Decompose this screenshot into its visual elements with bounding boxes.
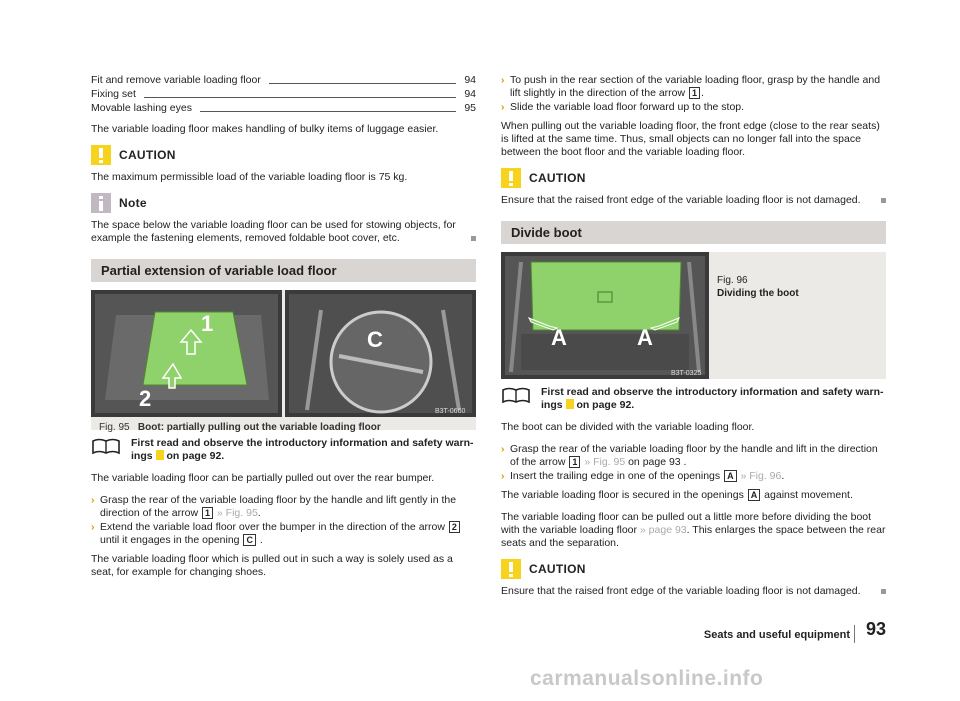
open-book-icon (502, 387, 530, 404)
step-item: › Insert the trailing edge in one of the… (501, 470, 785, 482)
watermark: carmanualsonline.info (530, 667, 764, 690)
arrow-icon: › (501, 101, 505, 113)
step-item: › Extend the variable load floor over th… (91, 521, 476, 547)
right-column: › To push in the rear section of the var… (501, 74, 886, 607)
caution-title: CAUTION (119, 147, 176, 162)
toc-label: Fit and remove variable loading floor (91, 74, 261, 86)
figure-code: B3T-0660 (435, 408, 465, 415)
toc-leader (143, 96, 456, 98)
arrow-icon: › (501, 74, 505, 86)
end-mark (471, 236, 476, 241)
figure-95: 1 2 C B3T-0660 Fig. 95 Boot: partially p… (91, 290, 476, 433)
caution-title: CAUTION (529, 170, 586, 185)
figure-code: B3T-0325 (671, 370, 701, 377)
callout-c: C (367, 327, 383, 352)
key-c: C (243, 534, 256, 546)
paragraph: The variable loading floor can be pulled… (501, 511, 886, 549)
figure-link[interactable]: » Fig. 96 (740, 470, 782, 482)
step-item: › Slide the variable load floor forward … (501, 101, 745, 113)
warning-icon (91, 145, 111, 165)
read-first-block: First read and observe the introductory … (501, 386, 886, 412)
figure-caption: Fig. 95 Boot: partially pulling out the … (99, 422, 381, 433)
toc-page: 95 (464, 102, 476, 114)
toc-row[interactable]: Movable lashing eyes 95 (91, 102, 476, 115)
warning-icon (501, 559, 521, 579)
toc-leader (268, 82, 456, 84)
toc-label: Fixing set (91, 88, 136, 100)
page-number: 93 (865, 619, 886, 639)
page-link[interactable]: » page 93 (639, 524, 687, 536)
footer-title: Seats and useful equipment (703, 629, 850, 641)
step-item: › To push in the rear section of the var… (501, 74, 881, 99)
note-text: The space below the variable loading flo… (91, 219, 476, 245)
key-1: 1 (569, 456, 581, 468)
read-first-text: First read and observe the introductory … (541, 386, 884, 411)
caution-heading: CAUTION (91, 145, 476, 165)
callout-a2: A (637, 325, 653, 350)
caution-heading: CAUTION (501, 559, 886, 579)
left-column: Fit and remove variable loading floor 94… (91, 74, 476, 588)
read-first-text: First read and observe the introductory … (131, 437, 474, 462)
paragraph: When pulling out the variable loading fl… (501, 120, 880, 158)
figure-95-image: 1 2 C B3T-0660 (91, 290, 476, 417)
footer-divider (854, 625, 855, 643)
caution-text: Ensure that the raised front edge of the… (501, 585, 886, 598)
toc-row[interactable]: Fit and remove variable loading floor 94 (91, 74, 476, 87)
toc-page: 94 (464, 88, 476, 100)
callout-2: 2 (139, 386, 151, 411)
paragraph: The boot can be divided with the variabl… (501, 421, 755, 433)
key-a: A (747, 489, 761, 501)
step-item: › Grasp the rear of the variable loading… (91, 494, 457, 519)
toc-leader (199, 110, 456, 112)
paragraph: The variable loading floor can be partia… (91, 472, 435, 484)
note-title: Note (119, 195, 147, 210)
info-icon (91, 193, 111, 213)
section-heading: Partial extension of variable load floor (91, 259, 476, 282)
callout-1: 1 (201, 311, 213, 336)
arrow-icon: › (501, 470, 505, 482)
intro-paragraph: The variable loading floor makes handlin… (91, 123, 439, 135)
toc-row[interactable]: Fixing set 94 (91, 88, 476, 101)
callout-a1: A (551, 325, 567, 350)
toc-page: 94 (464, 74, 476, 86)
caution-title: CAUTION (529, 561, 586, 576)
warning-icon (565, 399, 574, 409)
caution-text: Ensure that the raised front edge of the… (501, 194, 886, 207)
arrow-icon: › (91, 521, 95, 533)
figure-link[interactable]: » Fig. 95 (216, 507, 258, 519)
warning-icon (155, 450, 164, 460)
section-heading: Divide boot (501, 221, 886, 244)
open-book-icon (92, 438, 120, 455)
key-1: 1 (689, 87, 701, 99)
caution-text: The maximum permissible load of the vari… (91, 171, 408, 183)
arrow-icon: › (91, 494, 95, 506)
key-1: 1 (201, 507, 213, 519)
end-mark (881, 589, 886, 594)
read-first-block: First read and observe the introductory … (91, 437, 476, 463)
key-a: A (724, 470, 737, 482)
figure-caption: Fig. 96 Dividing the boot (717, 275, 799, 299)
toc-label: Movable lashing eyes (91, 102, 192, 114)
figure-96: A A B3T-0325 Fig. 96 Dividing the boot (501, 252, 886, 379)
arrow-icon: › (501, 443, 505, 455)
note-heading: Note (91, 193, 476, 213)
paragraph: The variable loading floor is secured in… (501, 489, 853, 501)
warning-icon (501, 168, 521, 188)
caution-heading: CAUTION (501, 168, 886, 188)
figure-96-image: A A B3T-0325 (501, 252, 709, 379)
figure-link[interactable]: » Fig. 95 (584, 456, 626, 468)
step-item: › Grasp the rear of the variable loading… (501, 443, 878, 468)
key-2: 2 (448, 521, 460, 533)
toc-list: Fit and remove variable loading floor 94… (91, 74, 476, 115)
page-footer: Seats and useful equipment 93 (701, 619, 886, 645)
paragraph: The variable loading floor which is pull… (91, 553, 453, 578)
end-mark (881, 198, 886, 203)
